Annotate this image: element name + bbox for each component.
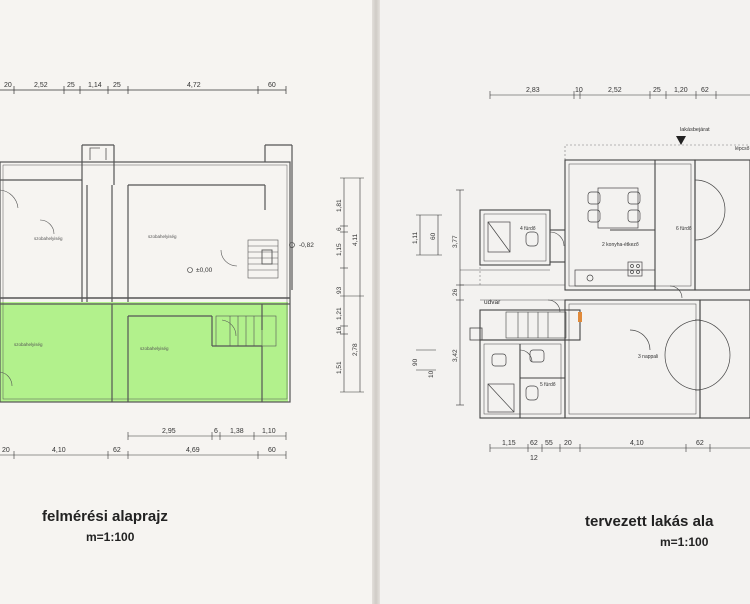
- left-bottom-outer-dim-3: 62: [113, 447, 121, 454]
- left-right-dim-5: 1,21: [336, 307, 343, 320]
- page-fold: [372, 0, 380, 604]
- left-floorplan-drawing: 20 2,52 25 1,14 25 4,72 60: [0, 82, 364, 459]
- right-top-dim-4: 25: [653, 87, 661, 94]
- right-stair: [505, 311, 567, 339]
- left-bottom-outer-dim-2: 4,10: [52, 447, 66, 454]
- right-room-label-bath-2: 5 fürdő: [540, 382, 556, 388]
- right-door-swings: [519, 231, 683, 363]
- right-bottom-dim-3: 55: [545, 440, 553, 447]
- left-stair-upper: [247, 239, 279, 279]
- left-bottom-dimension-lines: [0, 432, 287, 459]
- left-room-label-4: szobahelyiség: [14, 342, 43, 347]
- left-top-dim-1: 20: [4, 82, 12, 89]
- left-bottom-outer-dim-1: 20: [2, 447, 10, 454]
- right-bottom-small-dim: 12: [530, 455, 538, 462]
- right-walls: [469, 159, 750, 419]
- right-bottom-dim-1: 1,15: [502, 440, 516, 447]
- courtyard-lines: [460, 269, 565, 301]
- left-level-label-1: -0,82: [299, 242, 314, 249]
- entrance-label: lakásbejárat: [680, 127, 710, 133]
- left-top-dim-3: 25: [67, 82, 75, 89]
- arched-openings: [629, 179, 731, 391]
- stair-label: lépcső: [735, 146, 750, 152]
- left-bottom-outer-dim-4: 4,69: [186, 447, 200, 454]
- left-walls: [0, 144, 293, 403]
- left-bottom-inner-dim-1: 2,95: [162, 428, 176, 435]
- right-plan-title: tervezett lakás ala: [585, 513, 714, 530]
- left-right-dim-9: 2,78: [352, 343, 359, 356]
- right-dashed-outline: [479, 144, 750, 285]
- right-room-label-living: 3 nappali: [638, 354, 658, 360]
- left-right-dim-7: 1,51: [336, 361, 343, 374]
- left-plan-title: felmérési alaprajz: [42, 508, 168, 525]
- level-marker-icon: [289, 242, 295, 248]
- right-floorplan-drawing: 2,83 10 2,52 25 1,20 62 lakásbejárat lép…: [412, 87, 750, 462]
- highlighted-apartment-area: [0, 302, 288, 402]
- bathroom-fixtures: [487, 221, 545, 413]
- right-bottom-dim-5: 4,10: [630, 440, 644, 447]
- right-left-dim-5: 3,42: [452, 349, 459, 362]
- right-left-dim-1: 1,11: [412, 231, 419, 244]
- left-bottom-inner-dim-2: 6: [214, 428, 218, 435]
- left-right-dim-2: 6: [336, 227, 343, 231]
- left-plan-scale: m=1:100: [86, 530, 135, 544]
- right-top-dim-3: 2,52: [608, 87, 622, 94]
- left-room-label-2: szobahelyiség: [148, 234, 177, 239]
- right-left-dimension-lines: [416, 189, 464, 406]
- right-left-dim-2: 60: [430, 232, 437, 240]
- left-top-dim-7: 60: [268, 82, 276, 89]
- left-top-dim-5: 25: [113, 82, 121, 89]
- right-left-dim-3: 3,77: [452, 235, 459, 248]
- left-stair-lower: [215, 315, 277, 347]
- left-level-label-2: ±0,00: [196, 267, 213, 274]
- left-top-dim-6: 4,72: [187, 82, 201, 89]
- entrance-arrow-icon: [676, 136, 686, 145]
- right-top-dim-1: 2,83: [526, 87, 540, 94]
- level-marker-icon: [187, 267, 193, 273]
- right-top-dim-2: 10: [575, 87, 583, 94]
- left-top-dim-2: 2,52: [34, 82, 48, 89]
- left-right-dim-3: 1,15: [336, 243, 343, 256]
- right-left-dim-6: 90: [412, 358, 419, 366]
- left-room-label-3: szobahelyiség: [140, 346, 169, 351]
- right-bottom-dim-4: 20: [564, 440, 572, 447]
- left-right-dim-1: 1,81: [336, 199, 343, 212]
- marker-orange: [578, 312, 582, 322]
- left-plan-sheet: 20 2,52 25 1,14 25 4,72 60: [0, 0, 372, 604]
- left-right-dimension-lines: [340, 177, 364, 393]
- left-top-dim-4: 1,14: [88, 82, 102, 89]
- right-top-dim-6: 62: [701, 87, 709, 94]
- right-room-label-bath-3: 6 fürdő: [676, 226, 692, 232]
- right-bottom-dimension-line: [489, 444, 750, 452]
- right-room-label-bath-1: 4 fürdő: [520, 226, 536, 232]
- right-left-dim-7: 10: [428, 370, 435, 378]
- left-top-dimension-line: [0, 86, 287, 94]
- right-plan-sheet: 2,83 10 2,52 25 1,20 62 lakásbejárat lép…: [380, 0, 750, 604]
- left-right-dim-6: 16: [336, 326, 343, 334]
- courtyard-label: udvar: [484, 299, 501, 306]
- left-bottom-outer-dim-5: 60: [268, 447, 276, 454]
- left-right-dim-8: 4,11: [352, 233, 359, 246]
- kitchen-counter: [574, 261, 656, 287]
- left-room-label-1: szobahelyiség: [34, 236, 63, 241]
- right-top-dimension-line: [489, 91, 750, 99]
- dining-table: [587, 187, 641, 229]
- right-bottom-dim-6: 62: [696, 440, 704, 447]
- right-left-dim-4: 26: [452, 288, 459, 296]
- left-bottom-inner-dim-4: 1,10: [262, 428, 276, 435]
- right-room-label-kitchen: 2 konyha-étkező: [602, 242, 639, 248]
- left-bottom-inner-dim-3: 1,38: [230, 428, 244, 435]
- right-top-dim-5: 1,20: [674, 87, 688, 94]
- right-plan-scale: m=1:100: [660, 535, 709, 549]
- left-right-dim-4: 93: [336, 286, 343, 294]
- right-bottom-dim-2: 62: [530, 440, 538, 447]
- left-door-swings: [0, 147, 238, 387]
